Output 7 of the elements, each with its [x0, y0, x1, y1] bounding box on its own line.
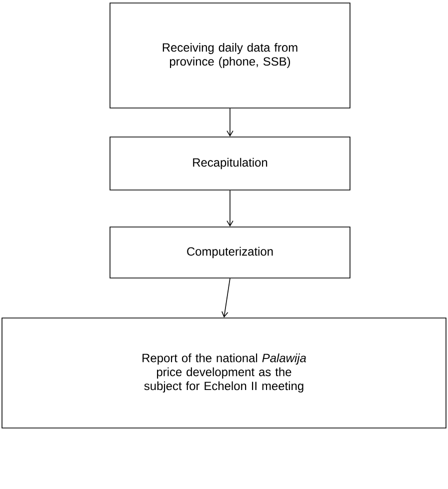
process-box: Recapitulation	[110, 136, 350, 190]
arrow	[222, 278, 230, 318]
process-box: Computerization	[110, 226, 350, 278]
arrow	[226, 190, 234, 227]
process-box: Receiving daily data from province (phone, SSB)	[110, 2, 350, 108]
arrow	[226, 108, 234, 137]
process-box: Report of the national Palawija price development as the subject for Echelon II meeting	[2, 318, 446, 428]
